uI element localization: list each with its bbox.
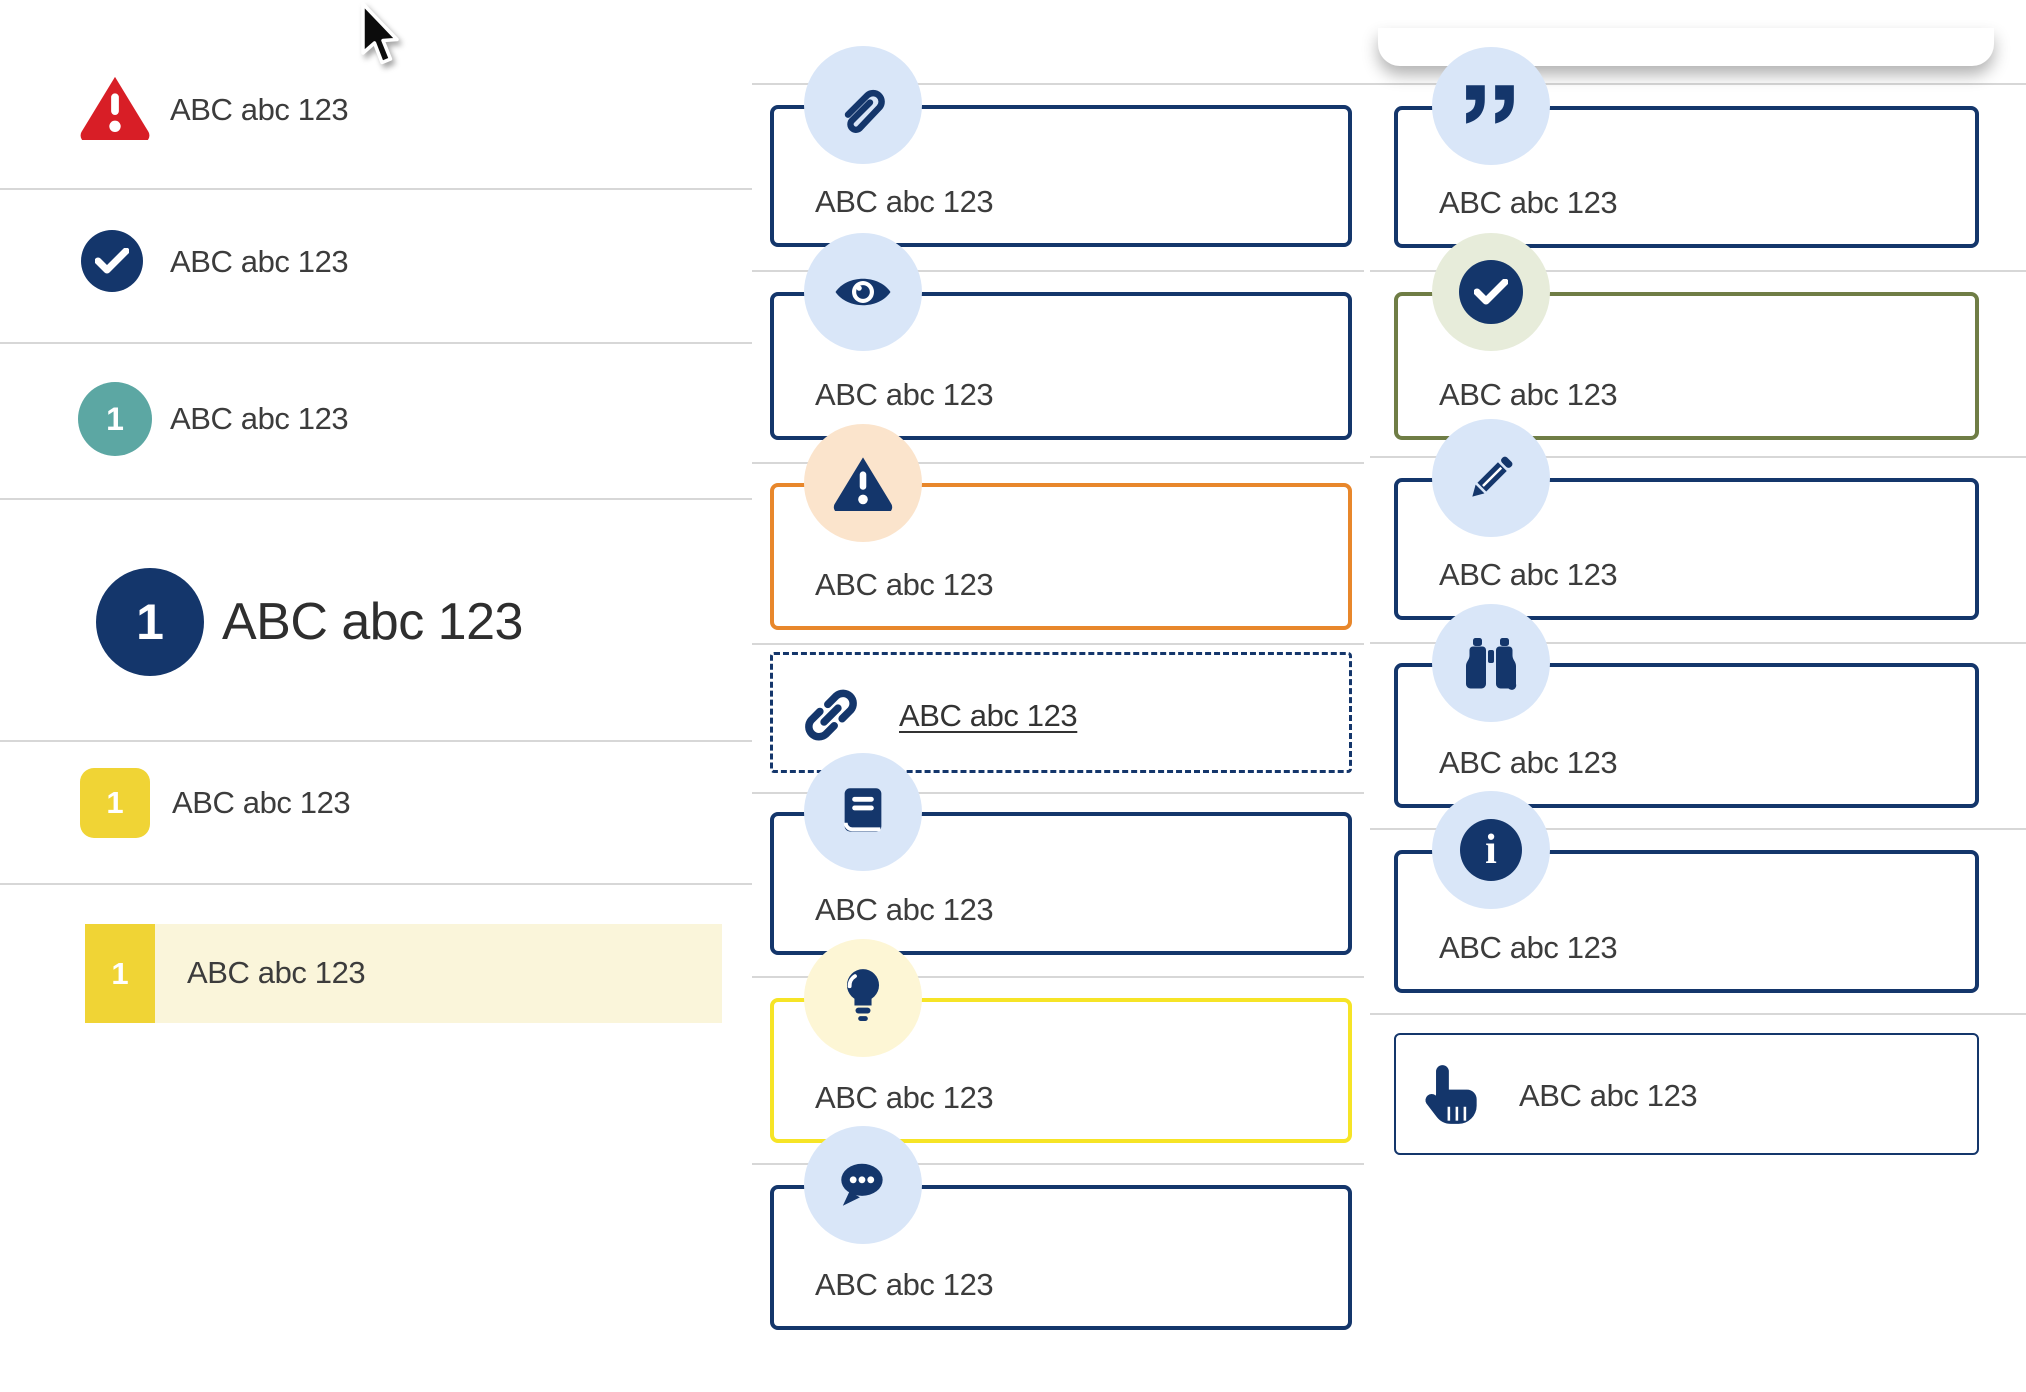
check-circle-icon <box>81 230 143 292</box>
row-divider <box>752 792 1364 794</box>
list-item-label-large: ABC abc 123 <box>222 593 523 651</box>
row-divider <box>1370 270 2026 272</box>
badge-number: 1 <box>106 785 124 820</box>
callout-label: ABC abc 123 <box>1439 185 1618 220</box>
list-item-label: ABC abc 123 <box>172 785 351 820</box>
callout-card-quote: ABC abc 123 <box>1394 106 1979 248</box>
yellow-number-square: 1 <box>80 768 150 838</box>
row-divider <box>752 462 1364 464</box>
list-item-label: ABC abc 123 <box>187 955 366 990</box>
quote-icon <box>1432 47 1550 165</box>
row-divider <box>752 270 1364 272</box>
action-callout-card[interactable]: ABC abc 123 <box>1394 1033 1979 1155</box>
callout-label: ABC abc 123 <box>815 377 994 412</box>
row-divider <box>1370 642 2026 644</box>
row-divider <box>752 1163 1364 1165</box>
callout-label: ABC abc 123 <box>1439 557 1618 592</box>
list-item-label: ABC abc 123 <box>170 401 349 436</box>
row-divider <box>752 83 2026 85</box>
book-icon <box>804 753 922 871</box>
paperclip-icon <box>804 46 922 164</box>
row-divider <box>0 342 752 344</box>
row-divider <box>1370 828 2026 830</box>
link-callout-card[interactable]: ABC abc 123 <box>770 652 1352 773</box>
hand-pointer-icon <box>1420 1061 1482 1129</box>
pencil-icon <box>1432 419 1550 537</box>
binoculars-icon <box>1432 604 1550 722</box>
row-divider <box>752 643 1364 645</box>
row-divider <box>0 740 752 742</box>
list-item-label: ABC abc 123 <box>170 244 349 279</box>
chat-bubble-icon <box>804 1126 922 1244</box>
teal-number-badge: 1 <box>78 382 152 456</box>
row-divider <box>752 976 1364 978</box>
link-icon <box>798 683 864 745</box>
check-circle-icon <box>1432 233 1550 351</box>
row-divider <box>0 883 752 885</box>
yellow-number-tab: 1 <box>85 924 155 1023</box>
warning-triangle-icon <box>804 424 922 542</box>
row-divider <box>0 498 752 500</box>
alert-triangle-icon <box>78 74 152 140</box>
callout-label: ABC abc 123 <box>815 1080 994 1115</box>
badge-number: 1 <box>111 955 129 991</box>
badge-number: 1 <box>106 400 124 437</box>
badge-number: 1 <box>136 594 164 650</box>
row-divider <box>1370 456 2026 458</box>
callout-label: ABC abc 123 <box>815 184 994 219</box>
info-glyph: i <box>1485 827 1497 873</box>
callout-label: ABC abc 123 <box>815 892 994 927</box>
highlighted-list-row[interactable]: 1 ABC abc 123 <box>85 924 722 1023</box>
navy-number-badge-large: 1 <box>96 568 204 676</box>
callout-link-text[interactable]: ABC abc 123 <box>899 698 1078 733</box>
callout-label: ABC abc 123 <box>1439 377 1618 412</box>
row-divider <box>0 188 752 190</box>
callout-label: ABC abc 123 <box>815 567 994 602</box>
mouse-cursor-icon <box>360 2 400 68</box>
list-item-label: ABC abc 123 <box>170 92 349 127</box>
row-divider <box>1370 1013 2026 1015</box>
eye-icon <box>804 233 922 351</box>
callout-label: ABC abc 123 <box>1519 1078 1698 1113</box>
info-icon: i <box>1432 791 1550 909</box>
callout-label: ABC abc 123 <box>1439 930 1618 965</box>
callout-label: ABC abc 123 <box>815 1267 994 1302</box>
lightbulb-icon <box>804 939 922 1057</box>
callout-label: ABC abc 123 <box>1439 745 1618 780</box>
callout-card-visibility: ABC abc 123 <box>770 292 1352 440</box>
